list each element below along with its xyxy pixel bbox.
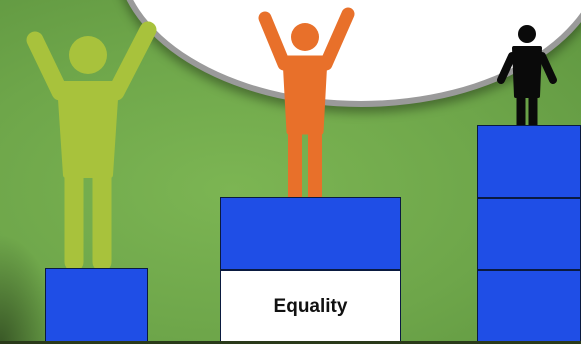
equality-label-box: Equality [220,270,401,344]
right-box-bottom [477,270,581,344]
left-box [45,268,148,344]
middle-box [220,197,401,270]
tall-person-icon [26,21,157,272]
medium-person-icon [258,7,355,203]
short-person-icon [497,25,557,138]
ground-line [0,341,581,344]
right-box-middle [477,198,581,270]
equality-label: Equality [273,296,348,317]
right-box-top [477,125,581,198]
